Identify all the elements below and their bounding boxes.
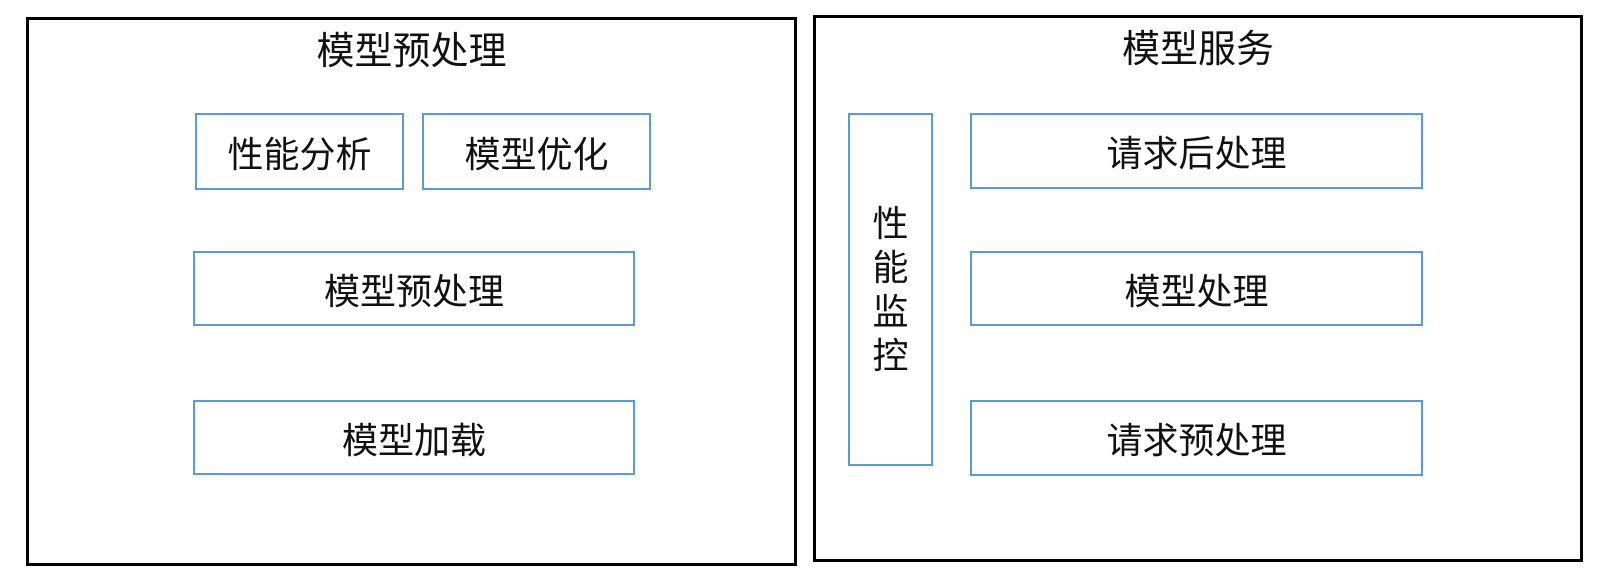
model-preprocessing-panel: 模型预处理 性能分析 模型优化 模型预处理 模型加载 [26, 17, 797, 566]
model-serving-panel: 模型服务 性能监控 请求后处理 模型处理 请求预处理 [813, 15, 1583, 562]
model-processing-label: 模型处理 [1124, 270, 1269, 312]
performance-analysis-label: 性能分析 [227, 133, 372, 175]
model-loading-label: 模型加载 [341, 419, 486, 461]
model-serving-panel-title: 模型服务 [1121, 29, 1274, 71]
model-processing-box: 模型处理 [970, 251, 1423, 326]
model-preprocessing-label: 模型预处理 [323, 270, 504, 312]
model-preprocessing-panel-title: 模型预处理 [316, 31, 507, 73]
request-preprocessing-box: 请求预处理 [970, 400, 1423, 476]
model-optimization-label: 模型优化 [464, 133, 609, 175]
request-preprocessing-label: 请求预处理 [1106, 420, 1287, 461]
request-postprocessing-box: 请求后处理 [970, 113, 1423, 189]
performance-monitoring-box: 性能监控 [848, 113, 933, 466]
model-loading-box: 模型加载 [193, 400, 635, 475]
model-optimization-box: 模型优化 [422, 113, 651, 190]
model-preprocessing-box: 模型预处理 [193, 251, 635, 326]
request-postprocessing-label: 请求后处理 [1106, 133, 1287, 174]
performance-monitoring-label: 性能监控 [872, 202, 909, 376]
performance-analysis-box: 性能分析 [195, 113, 404, 190]
